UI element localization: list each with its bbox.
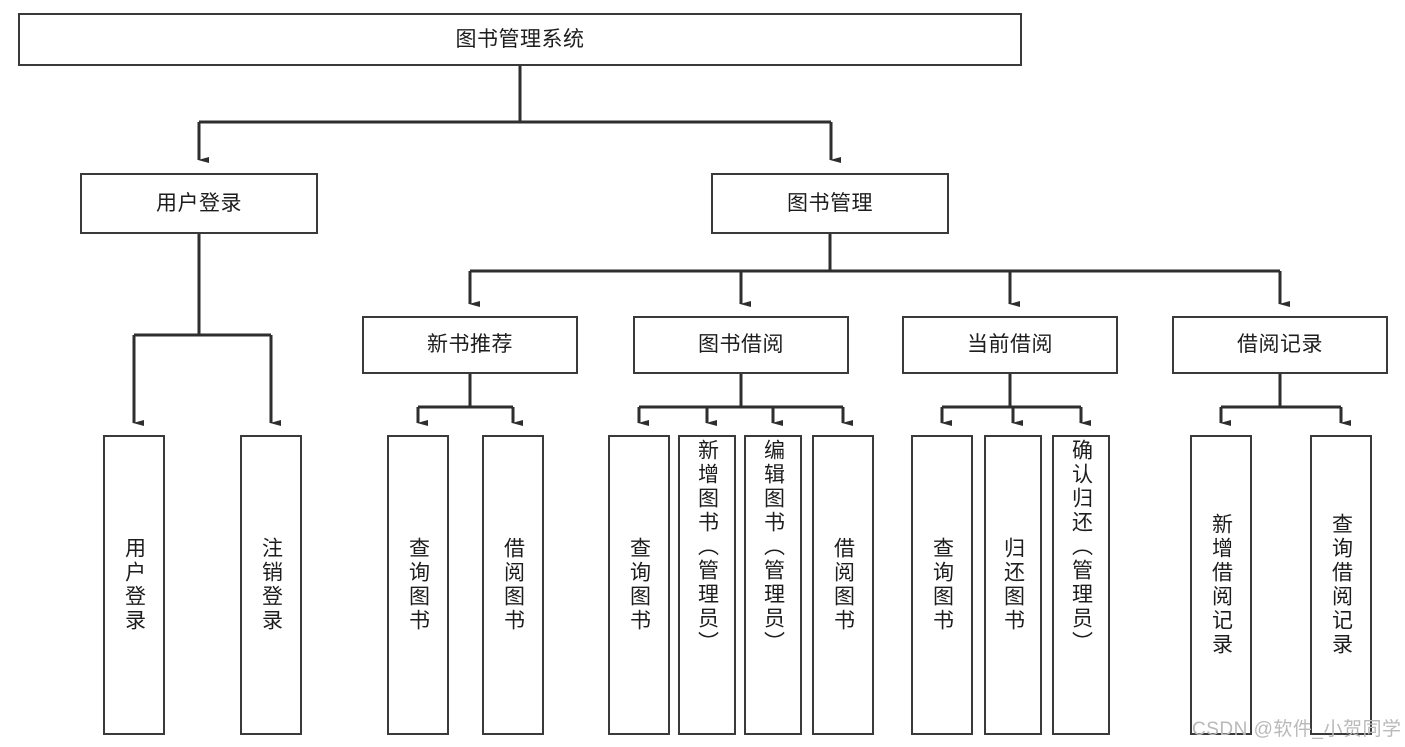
leaf-query-book-new[interactable]: 查询图书 (387, 435, 449, 735)
leaf-logout-login-label: 注销登录 (259, 537, 283, 633)
leaf-borrow-book-new[interactable]: 借阅图书 (482, 435, 544, 735)
leaf-edit-book-admin[interactable]: 编辑图书（管理员） (744, 435, 802, 735)
leaf-query-book-current[interactable]: 查询图书 (911, 435, 973, 735)
node-user-login[interactable]: 用户登录 (80, 173, 318, 234)
node-book-management[interactable]: 图书管理 (711, 173, 949, 234)
node-current-borrow-label: 当前借阅 (967, 333, 1053, 357)
node-current-borrow[interactable]: 当前借阅 (902, 316, 1118, 374)
leaf-edit-book-admin-label: 编辑图书（管理员） (761, 439, 785, 655)
leaf-borrow-book-borrow-label: 借阅图书 (831, 537, 855, 633)
leaf-query-borrow-record-label: 查询借阅记录 (1329, 513, 1353, 657)
leaf-borrow-book-borrow[interactable]: 借阅图书 (812, 435, 874, 735)
leaf-query-book-new-label: 查询图书 (406, 537, 430, 633)
leaf-user-login-label: 用户登录 (122, 537, 146, 633)
root-node[interactable]: 图书管理系统 (18, 13, 1022, 66)
leaf-query-borrow-record[interactable]: 查询借阅记录 (1310, 435, 1372, 735)
leaf-add-borrow-record-label: 新增借阅记录 (1209, 513, 1233, 657)
leaf-user-login[interactable]: 用户登录 (103, 435, 165, 735)
node-book-borrow-label: 图书借阅 (698, 333, 784, 357)
leaf-query-book-borrow[interactable]: 查询图书 (608, 435, 670, 735)
leaf-query-book-current-label: 查询图书 (930, 537, 954, 633)
node-user-login-label: 用户登录 (156, 191, 242, 215)
node-borrow-record-label: 借阅记录 (1237, 333, 1323, 357)
leaf-borrow-book-new-label: 借阅图书 (501, 537, 525, 633)
node-book-borrow[interactable]: 图书借阅 (633, 316, 849, 374)
leaf-logout-login[interactable]: 注销登录 (240, 435, 302, 735)
leaf-confirm-return-admin[interactable]: 确认归还（管理员） (1052, 435, 1110, 735)
leaf-return-book-label: 归还图书 (1001, 537, 1025, 633)
leaf-add-book-admin-label: 新增图书（管理员） (695, 439, 719, 655)
leaf-return-book[interactable]: 归还图书 (984, 435, 1042, 735)
leaf-confirm-return-admin-label: 确认归还（管理员） (1069, 439, 1093, 655)
node-new-book-recommend-label: 新书推荐 (427, 333, 513, 357)
leaf-add-book-admin[interactable]: 新增图书（管理员） (678, 435, 736, 735)
root-node-label: 图书管理系统 (455, 27, 585, 51)
leaf-add-borrow-record[interactable]: 新增借阅记录 (1190, 435, 1252, 735)
csdn-watermark: CSDN @软件_小贺同学 (1192, 719, 1402, 740)
node-new-book-recommend[interactable]: 新书推荐 (362, 316, 578, 374)
node-book-management-label: 图书管理 (787, 191, 873, 215)
node-borrow-record[interactable]: 借阅记录 (1172, 316, 1388, 374)
leaf-query-book-borrow-label: 查询图书 (627, 537, 651, 633)
